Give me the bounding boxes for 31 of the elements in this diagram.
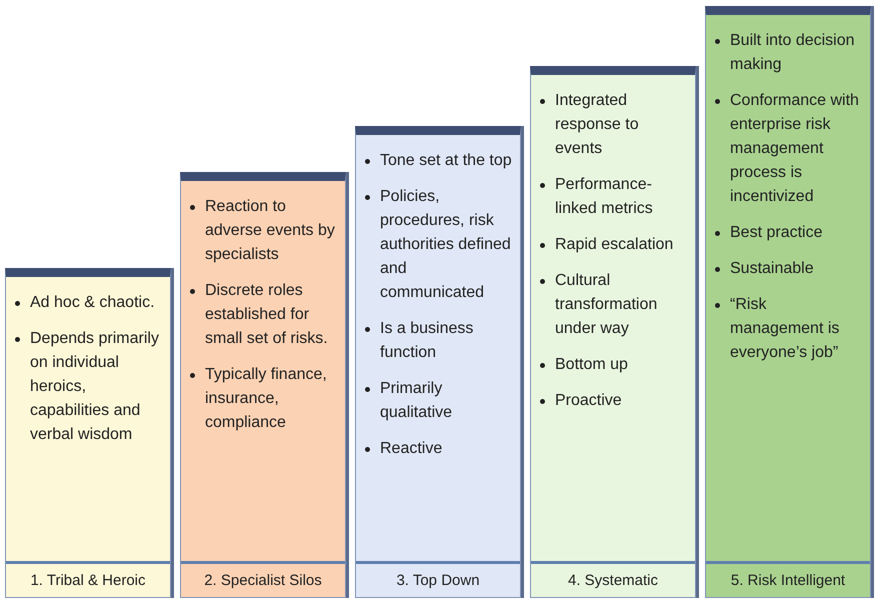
bullet-text: Rapid escalation (555, 233, 687, 257)
bullet-text: “Risk management is everyone’s job” (730, 293, 862, 365)
level-label: 5. Risk Intelligent (706, 561, 870, 597)
bullet-text: Typically finance, insurance, compliance (205, 363, 337, 435)
bullet-text: Performance-linked metrics (555, 173, 687, 221)
bullet-text: Primarily qualitative (380, 377, 512, 425)
bullet-text: Bottom up (555, 353, 687, 377)
bullet-text: Discrete roles established for small set of risks. (205, 279, 337, 351)
step-panel (705, 6, 871, 598)
bullet-text: Policies, procedures, risk authorities defined and communicated (380, 185, 512, 305)
bullet-text: Best practice (730, 221, 862, 245)
bullet-text: Ad hoc & chaotic. (30, 291, 162, 315)
bullet-text: Proactive (555, 389, 687, 413)
bullet-text: Integrated response to events (555, 89, 687, 161)
step-panel (5, 268, 171, 598)
level-label: 3. Top Down (356, 561, 520, 597)
step-panel (355, 126, 521, 598)
bullet-text: Conformance with enterprise risk management process is incentivized (730, 89, 862, 209)
bullet-text: Cultural transformation under way (555, 269, 687, 341)
bullet-text: Reactive (380, 437, 512, 461)
step-panel (180, 172, 346, 598)
bullet-text: Sustainable (730, 257, 862, 281)
bullet-text: Is a business function (380, 317, 512, 365)
bullet-text: Built into decision making (730, 29, 862, 77)
bullet-text: Depends primarily on individual heroics, capabilities and verbal wisdom (30, 327, 162, 447)
level-label: 2. Specialist Silos (181, 561, 345, 597)
bullet-text: Reaction to adverse events by specialists (205, 195, 337, 267)
bullet-text: Tone set at the top (380, 149, 512, 173)
level-label: 1. Tribal & Heroic (6, 561, 170, 597)
level-label: 4. Systematic (531, 561, 695, 597)
step-panel (530, 66, 696, 598)
